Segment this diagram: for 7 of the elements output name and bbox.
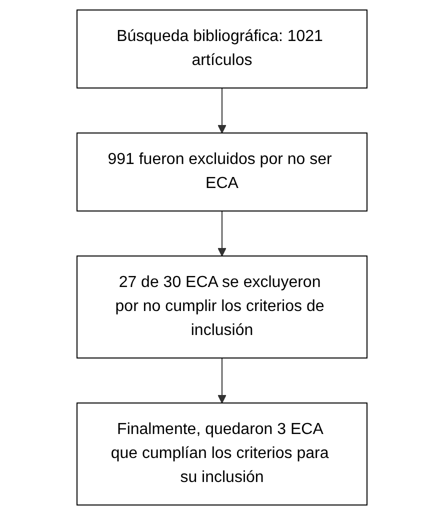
node-box: 991 fueron excluidos por no ser ECA: [76, 132, 367, 211]
node-box: Búsqueda bibliográfica: 1021 artículos: [76, 9, 367, 88]
arrow: [217, 357, 226, 403]
node-box: 27 de 30 ECA se excluyeron por no cumplir los criterios de inclusión: [76, 255, 367, 358]
arrow: [217, 87, 226, 133]
node-box: Finalmente, quedaron 3 ECA que cumplían los criterios para su inclusión: [76, 402, 367, 505]
arrow: [217, 210, 226, 256]
